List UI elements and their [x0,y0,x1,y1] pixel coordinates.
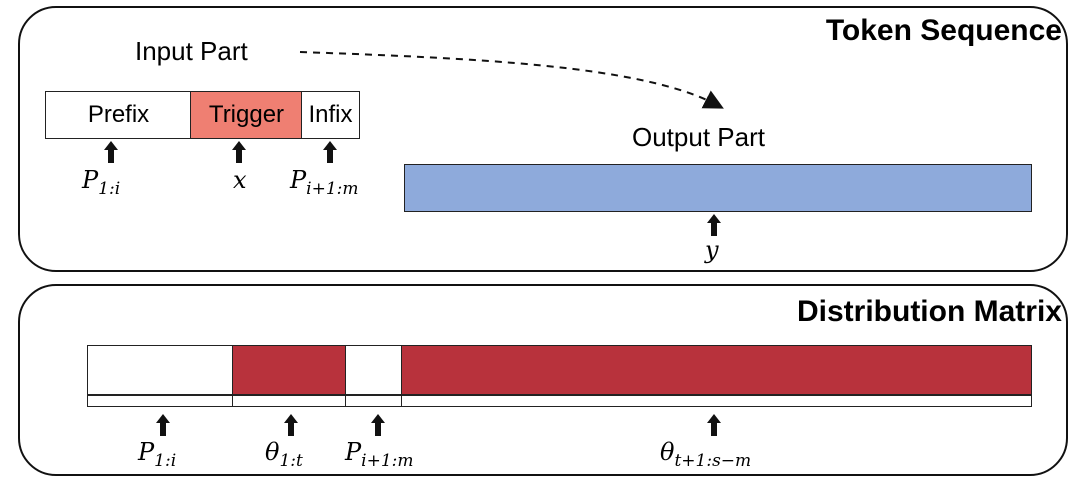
matrix-prefix-symbol: P1:i [138,438,177,471]
up-arrow-icon [232,141,246,163]
matrix-infix-symbol: Pi+1:m [345,438,414,471]
matrix-output-symbol: θt+1:s−m [660,438,752,471]
token-sequence-title: Token Sequence [825,14,1062,47]
infix-symbol: Pi+1:m [290,166,359,199]
up-arrow-icon [323,141,337,163]
matrix-trigger-symbol: θ1:t [265,438,303,471]
trigger-symbol: x [233,166,247,194]
up-arrow-icon [371,414,385,436]
token-sequence-panel [18,6,1068,272]
matrix-output-strip [401,395,1032,407]
matrix-trigger-block [232,345,347,395]
matrix-infix-block [345,345,403,395]
trigger-segment: Trigger [190,91,303,139]
output-symbol: y [705,236,719,264]
output-segment [404,164,1032,212]
up-arrow-icon [156,414,170,436]
input-part-label: Input Part [135,36,248,66]
infix-segment: Infix [301,91,360,139]
output-part-label: Output Part [632,122,765,152]
matrix-infix-strip [345,395,403,407]
up-arrow-icon [707,214,721,236]
matrix-output-block [401,345,1032,395]
prefix-symbol: P1:i [82,166,121,199]
matrix-prefix-block [87,345,234,395]
up-arrow-icon [104,141,118,163]
up-arrow-icon [284,414,298,436]
matrix-prefix-strip [87,395,234,407]
matrix-trigger-strip [232,395,347,407]
prefix-segment: Prefix [45,91,192,139]
up-arrow-icon [707,414,721,436]
distribution-matrix-title: Distribution Matrix [796,295,1062,328]
